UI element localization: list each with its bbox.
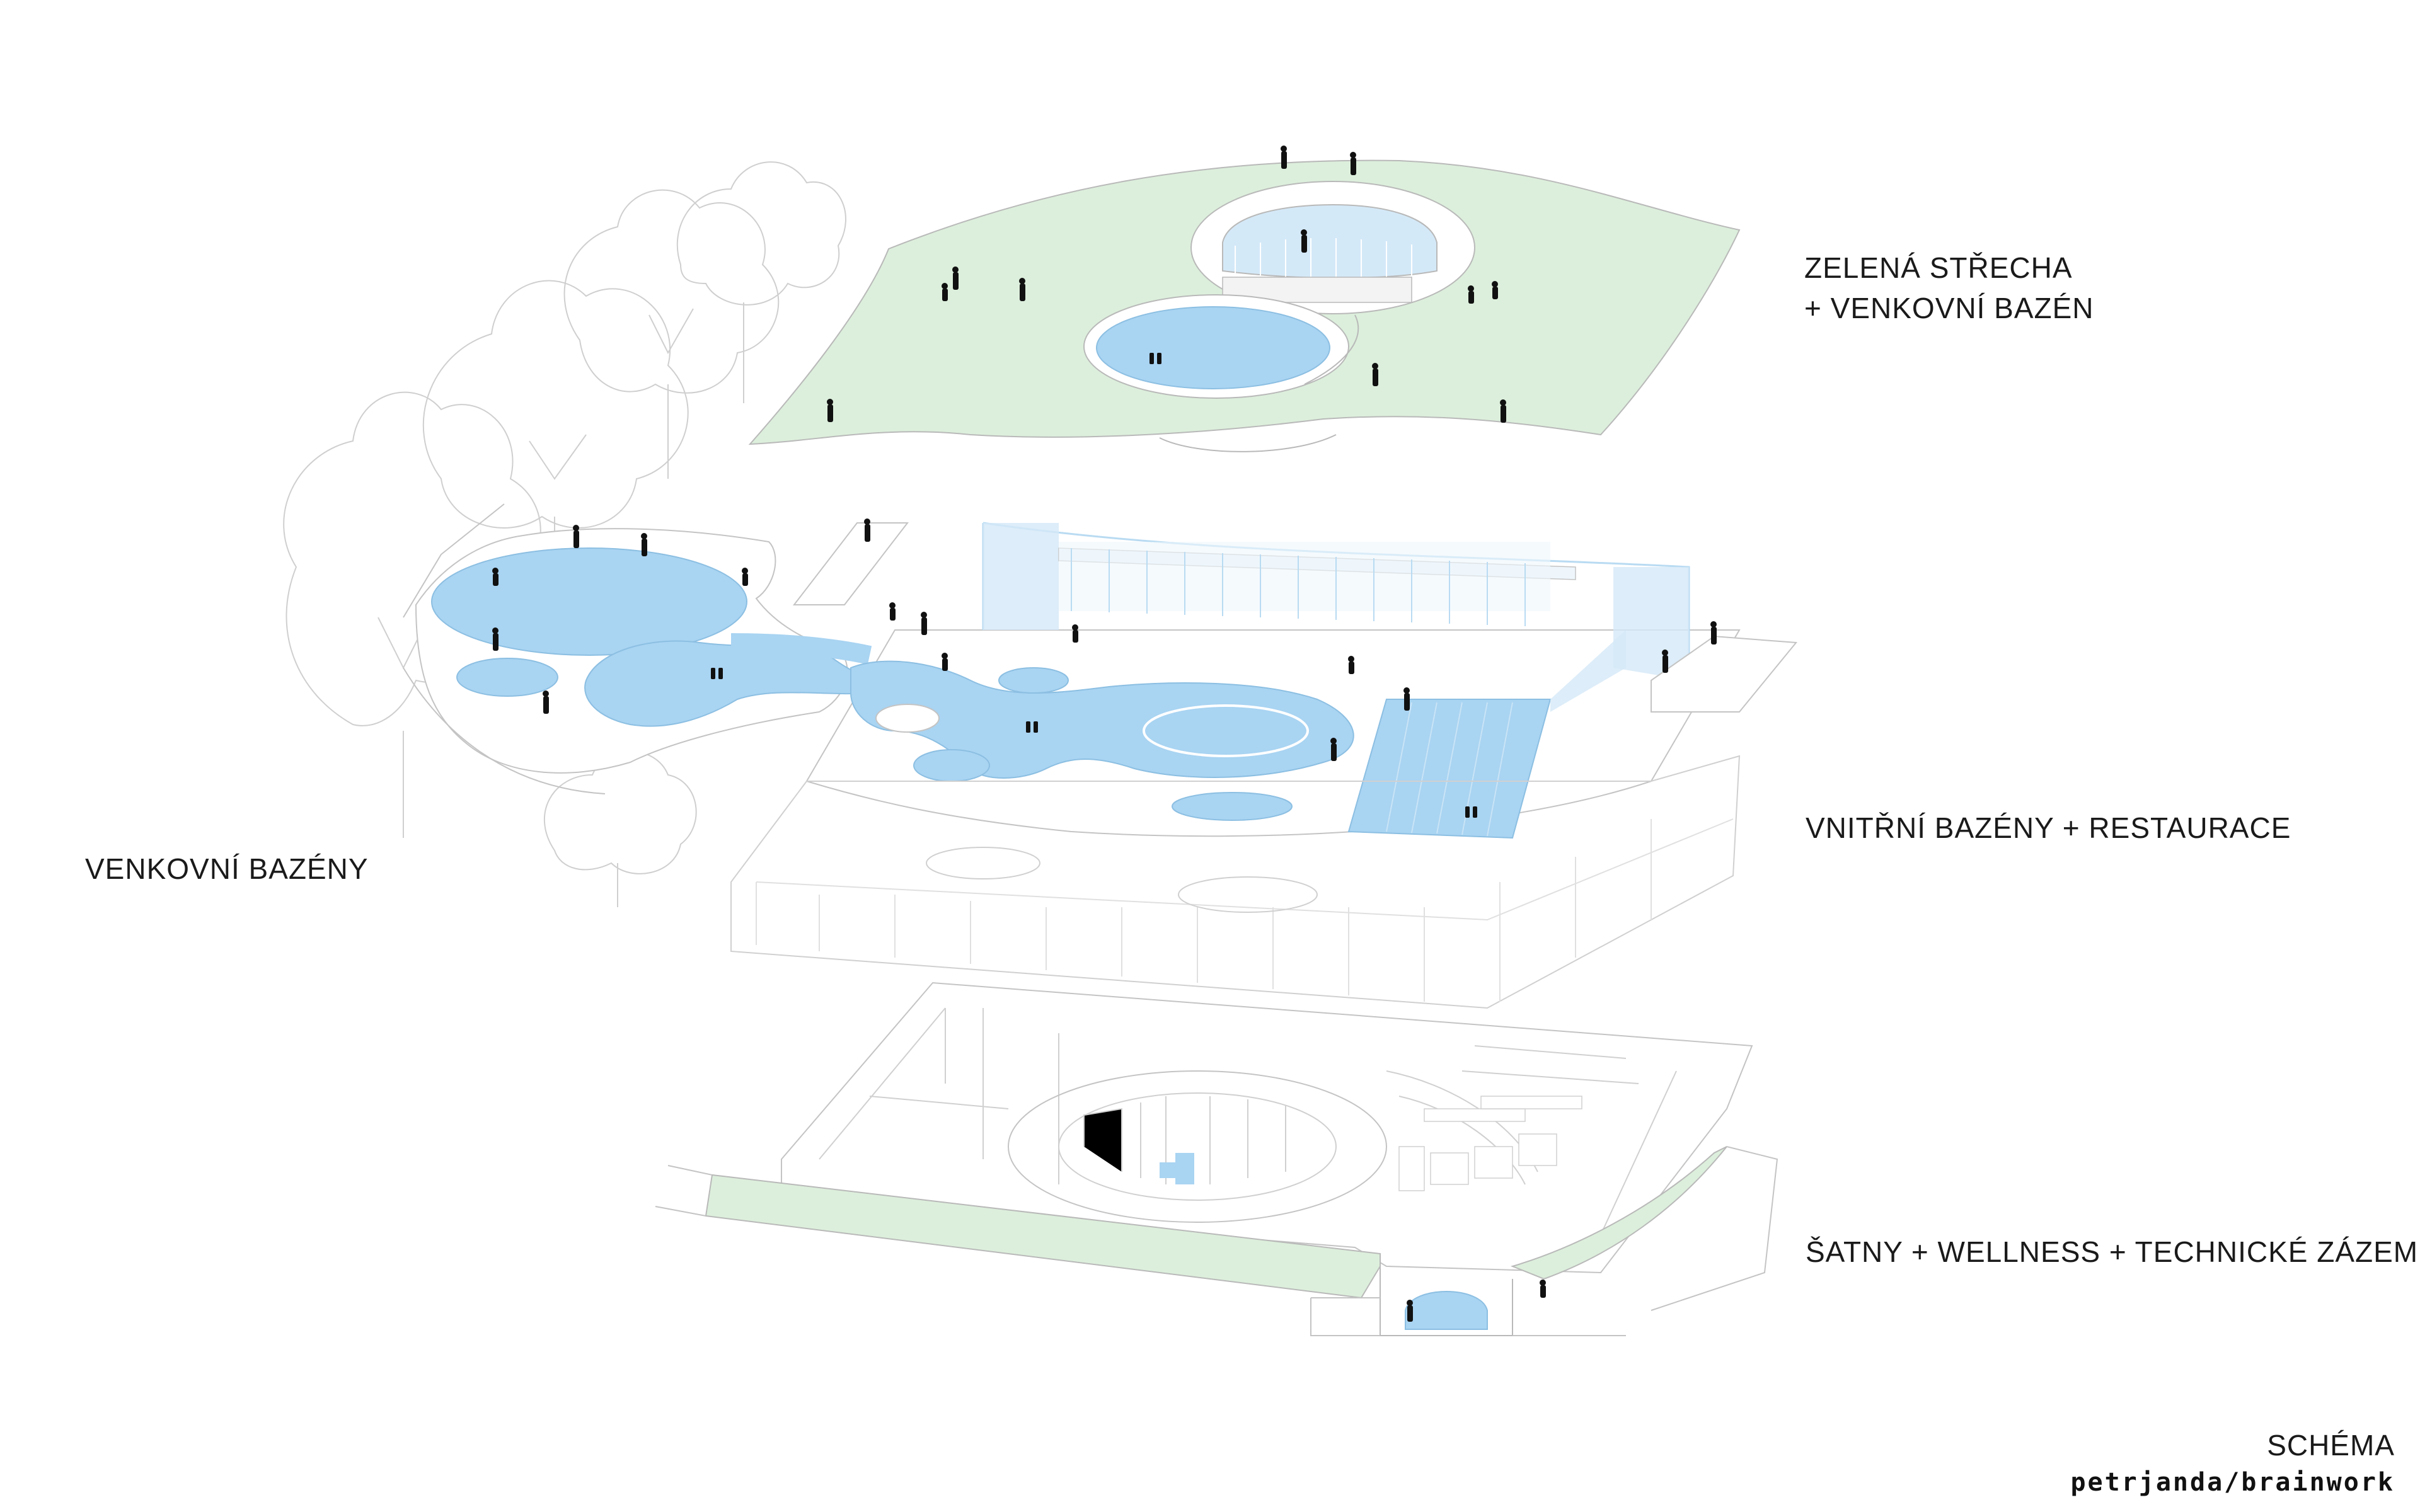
basement-level [655,982,1778,1336]
outdoor-main-pool [431,547,747,656]
label-outdoor-pools: VENKOVNÍ BAZÉNY [85,852,369,885]
pools-level [403,503,1797,1009]
label-schema: SCHÉMA [2267,1429,2395,1462]
basement-green-slope-left [705,1174,1381,1299]
green-roof-level [748,146,1741,452]
credit-signature: petrjanda/brainwork [2070,1468,2395,1497]
label-green-roof-line1: ZELENÁ STŘECHA [1804,251,2073,284]
label-green-roof: ZELENÁ STŘECHA + VENKOVNÍ BAZÉN [1804,248,2094,328]
people-figures-roof [827,146,1506,423]
indoor-level-frame [730,755,1741,1009]
wellness-circle [1008,1070,1387,1223]
label-green-roof-line2: + VENKOVNÍ BAZÉN [1804,292,2094,324]
people-figures-basement [1407,1280,1546,1322]
label-basement: ŠATNY + WELLNESS + TECHNICKÉ ZÁZEMÍ [1806,1235,2420,1268]
label-indoor-pools: VNITŘNÍ BAZÉNY + RESTAURACE [1806,811,2291,844]
outdoor-small-pool [456,658,558,697]
people-figures-pools [492,518,1717,818]
